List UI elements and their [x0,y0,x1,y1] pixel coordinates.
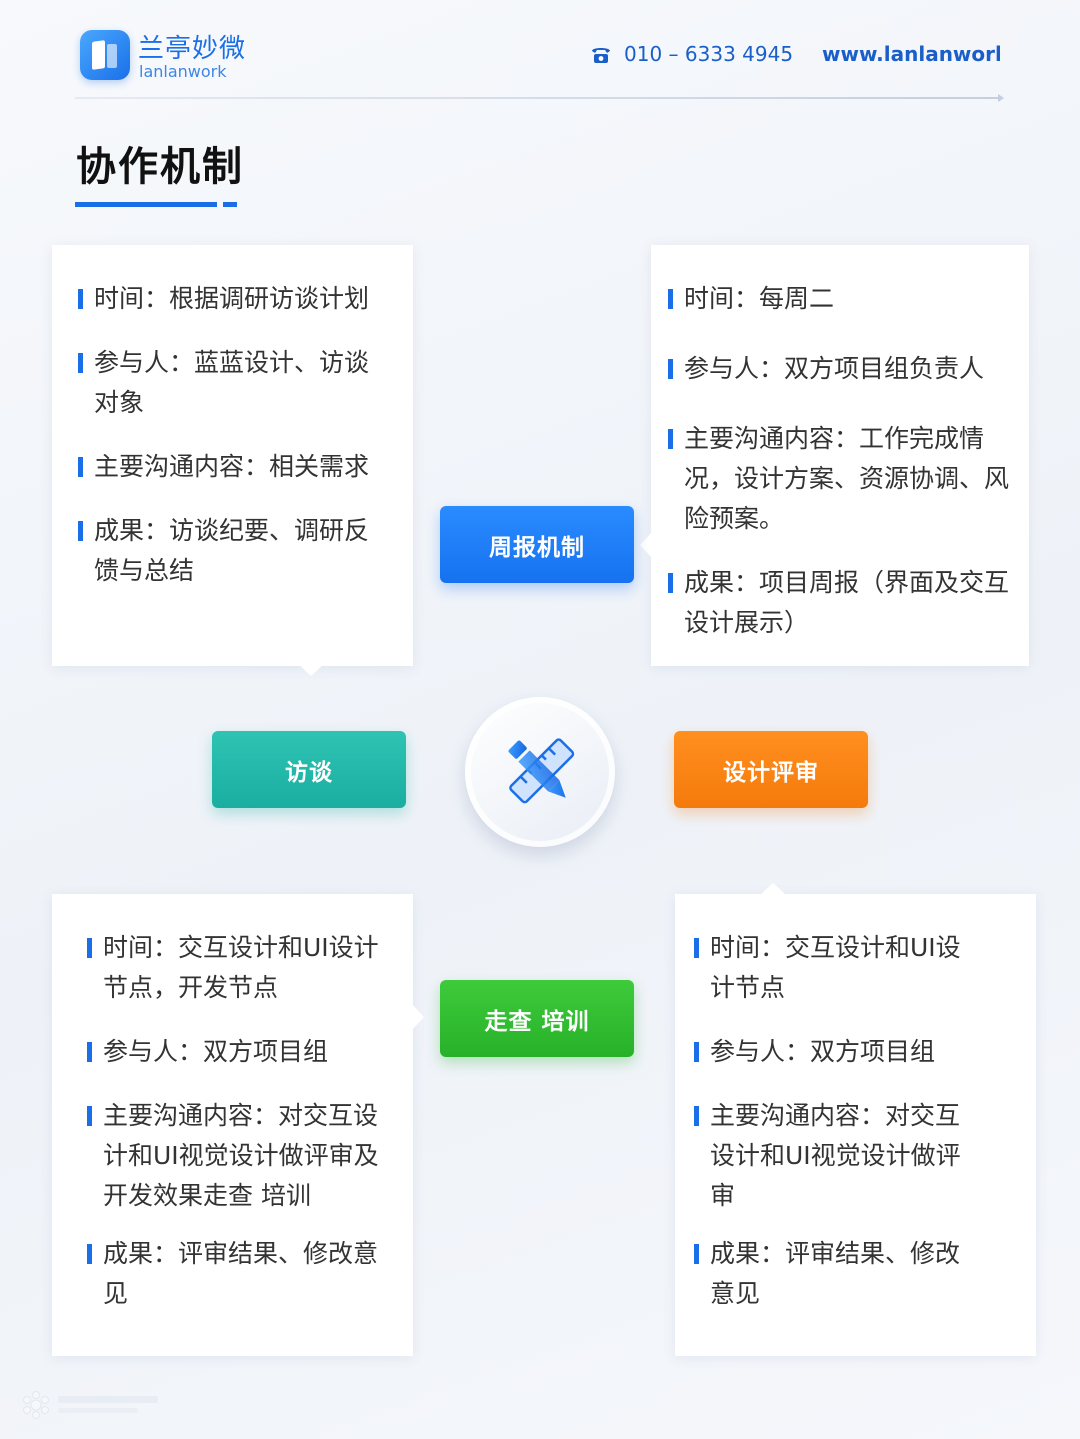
interview-button[interactable]: 访谈 [212,731,406,808]
page-title: 协作机制 [76,144,244,190]
card-item-result: 成果：评审结果、修改意见 [694,1234,976,1314]
card-item-time: 时间：根据调研访谈计划 [78,279,393,319]
weekly-report-info-card: 时间：每周二 参与人：双方项目组负责人 主要沟通内容：工作完成情况，设计方案、资… [651,245,1029,666]
header-divider [75,94,1004,102]
logo-icon [80,30,130,80]
interview-info-card: 时间：根据调研访谈计划 参与人：蓝蓝设计、访谈对象 主要沟通内容：相关需求 成果… [52,245,413,666]
logo-name-cn: 兰亭妙微 [138,34,247,64]
card-item-content: 主要沟通内容：工作完成情况，设计方案、资源协调、风险预案。 [668,419,1009,539]
watermark-logo [23,1391,158,1419]
header: 兰亭妙微 lanlanwork 010 – 6333 4945 www.lanl… [0,0,1080,102]
walkthrough-training-button[interactable]: 走查 培训 [440,980,634,1057]
title-underline [75,202,217,207]
card-item-content: 主要沟通内容：相关需求 [78,447,393,487]
card-pointer [640,532,652,558]
telephone-icon [592,48,610,63]
design-review-info-card: 时间：交互设计和UI设计节点 参与人：双方项目组 主要沟通内容：对交互设计和UI… [675,894,1036,1356]
card-pointer [760,883,786,895]
card-pointer [298,664,324,676]
phone-number[interactable]: 010 – 6333 4945 [624,42,794,66]
website-link[interactable]: www.lanlanwork.c [822,42,1000,66]
card-item-result: 成果：评审结果、修改意见 [87,1234,385,1314]
pencil-ruler-icon [508,738,575,804]
card-item-participants: 参与人：双方项目组 [694,1032,976,1072]
card-item-participants: 参与人：蓝蓝设计、访谈对象 [78,343,393,423]
card-item-time: 时间：每周二 [668,279,1009,319]
walkthrough-info-card: 时间：交互设计和UI设计节点，开发节点 参与人：双方项目组 主要沟通内容：对交互… [52,894,413,1356]
card-pointer [412,1004,424,1030]
card-item-content: 主要沟通内容：对交互设计和UI视觉设计做评审及开发效果走查 培训 [87,1096,385,1216]
card-item-participants: 参与人：双方项目组 [87,1032,385,1072]
card-item-time: 时间：交互设计和UI设计节点 [694,928,976,1008]
card-item-result: 成果：访谈纪要、调研反馈与总结 [78,511,393,591]
weekly-report-button[interactable]: 周报机制 [440,506,634,583]
card-item-content: 主要沟通内容：对交互设计和UI视觉设计做评审 [694,1096,976,1216]
title-underline-accent [223,202,237,207]
design-review-button[interactable]: 设计评审 [674,731,868,808]
card-item-participants: 参与人：双方项目组负责人 [668,349,1009,389]
logo-name-en: lanlanwork [139,62,227,81]
card-item-time: 时间：交互设计和UI设计节点，开发节点 [87,928,385,1008]
card-item-result: 成果：项目周报（界面及交互设计展示） [668,563,1009,643]
